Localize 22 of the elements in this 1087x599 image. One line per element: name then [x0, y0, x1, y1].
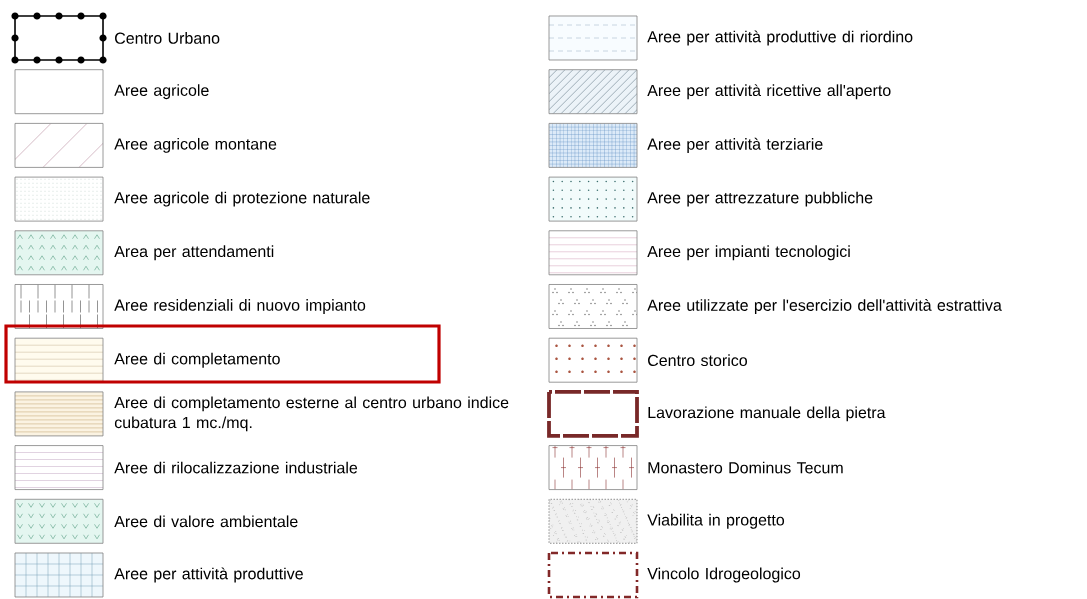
legend-label: Aree di completamento [114, 352, 280, 368]
legend-label: Viabilita in progetto [647, 513, 785, 529]
legend-label: Aree residenziali di nuovo impianto [114, 299, 366, 314]
legend-label: Aree per attrezzature pubbliche [647, 191, 873, 207]
legend-label: Aree per attività ricettive all'aperto [647, 84, 891, 100]
legend-label: Aree agricole di protezione naturale [114, 191, 370, 207]
legend-label: Aree per attività produttive [114, 567, 303, 583]
legend-label: Aree agricole [114, 84, 209, 100]
legend-label: Area per attendamenti [114, 245, 274, 261]
legend-label: Aree di valore ambientale [114, 515, 298, 528]
legend-label: Centro Urbano [115, 32, 220, 44]
legend-label: Aree utilizzate per l'esercizio dell'attività estrattiva [647, 298, 1002, 315]
legend-label: Aree per attività produttive di riordino [647, 30, 913, 46]
legend-label: Lavorazione manuale della pietra [648, 406, 886, 422]
legend-label: Aree per impianti tecnologici [647, 245, 850, 261]
legend-label: Aree di rilocalizzazione industriale [114, 461, 358, 474]
legend-label: Aree agricole montane [114, 137, 277, 153]
legend-label: Aree per attività terziarie [647, 137, 823, 153]
legend-label: Vincolo Idrogeologico [647, 567, 801, 583]
legend-label: Centro storico [648, 354, 747, 367]
legend-label: Monastero Dominus Tecum [648, 461, 843, 474]
legend-label: Aree di completamento esterne al centro urbano indice cubatura 1 mc./mq. [114, 396, 509, 432]
